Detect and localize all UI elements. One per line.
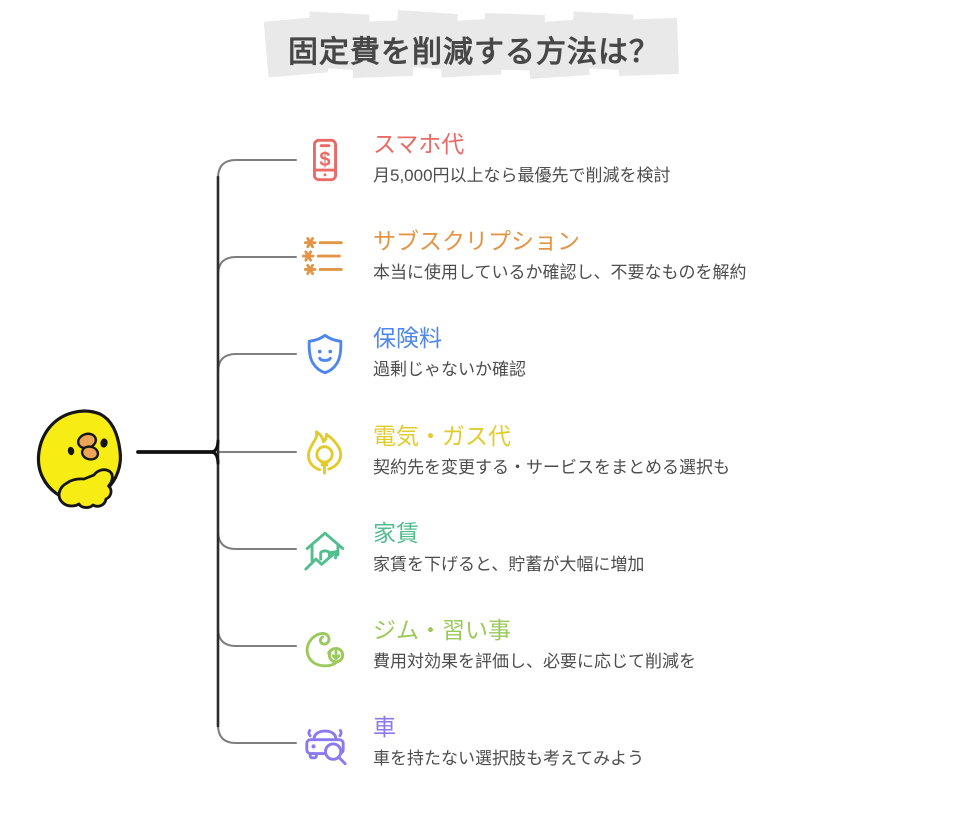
bicep-down-arrow-icon [305, 632, 345, 668]
item-desc: 車を持たない選択肢も考えてみよう [373, 748, 645, 768]
thinking-chick-mascot [36, 409, 123, 509]
root-flare-down [210, 450, 220, 465]
item-row-utilities: 電気・ガス代 契約先を変更する・サービスをまとめる選択も [302, 422, 730, 479]
item-desc: 家賃を下げると、貯蓄が大幅に増加 [373, 554, 645, 574]
item-title: スマホ代 [373, 131, 465, 157]
item-desc: 月5,000円以上なら最優先で削減を検討 [373, 165, 671, 185]
branch-line-5 [217, 530, 297, 550]
item-title: ジム・習い事 [373, 617, 511, 643]
branch-line-7 [217, 724, 297, 744]
item-row-subscription: サブスクリプション 本当に使用しているか確認し、不要なものを解約 [302, 227, 747, 284]
car-magnifier-icon [305, 729, 347, 766]
chick-left-eye [67, 446, 75, 456]
smartphone-dollar-icon: $ [313, 138, 337, 182]
item-title: 保険料 [373, 325, 442, 351]
item-title: 車 [373, 714, 396, 740]
item-row-insurance: 保険料 過剰じゃないか確認 [302, 324, 526, 381]
shield-smiley-icon [307, 333, 343, 375]
item-desc: 契約先を変更する・サービスをまとめる選択も [373, 457, 730, 477]
branch-line-2 [217, 256, 297, 276]
item-desc: 過剰じゃないか確認 [373, 359, 526, 379]
chick-right-eye [100, 438, 108, 448]
branch-line-6 [217, 627, 297, 647]
item-title: 家賃 [373, 520, 419, 546]
item-title: 電気・ガス代 [373, 423, 511, 449]
item-row-rent: 家賃 家賃を下げると、貯蓄が大幅に増加 [302, 519, 644, 576]
branch-line-3 [217, 353, 297, 373]
flame-bulb-icon [307, 430, 343, 475]
branch-line-1 [217, 159, 297, 179]
title-block: 固定費を削減する方法は？ [263, 9, 682, 90]
page-title: 固定費を削減する方法は？ [288, 36, 660, 69]
item-row-smartphone: $ スマホ代 月5,000円以上なら最優先で削減を検討 [302, 130, 671, 187]
item-desc: 費用対効果を評価し、必要に応じて削減を [373, 651, 696, 671]
item-title: サブスクリプション [373, 228, 580, 254]
item-desc: 本当に使用しているか確認し、不要なものを解約 [373, 262, 747, 282]
mindmap-connectors [136, 159, 297, 744]
subscription-list-icon [302, 237, 343, 276]
chick-beak-lower [80, 445, 100, 461]
item-row-gym: ジム・習い事 費用対効果を評価し、必要に応じて削減を [302, 616, 696, 673]
svg-text:$: $ [319, 149, 330, 171]
item-row-car: 車 車を持たない選択肢も考えてみよう [302, 713, 644, 770]
chick-hand [57, 468, 114, 509]
house-trend-arrow-icon [304, 531, 345, 571]
